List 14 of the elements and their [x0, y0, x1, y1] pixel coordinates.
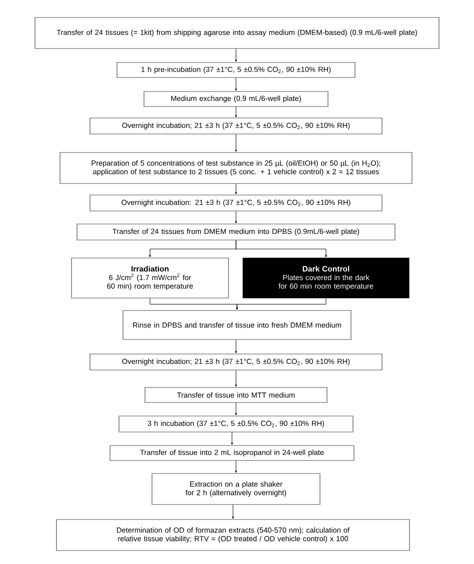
- arrow: [235, 211, 237, 224]
- arrow: [235, 48, 237, 62]
- arrow: [235, 460, 237, 473]
- arrow: [232, 504, 234, 519]
- arrow: [235, 370, 237, 387]
- arrow: [235, 106, 237, 118]
- arrow: [236, 240, 327, 258]
- arrow: [235, 340, 237, 354]
- arrow: [235, 184, 237, 194]
- arrow: [235, 78, 237, 91]
- arrow: [235, 134, 237, 152]
- arrow: [236, 298, 326, 310]
- arrow: [235, 402, 237, 416]
- arrow: [231, 432, 233, 445]
